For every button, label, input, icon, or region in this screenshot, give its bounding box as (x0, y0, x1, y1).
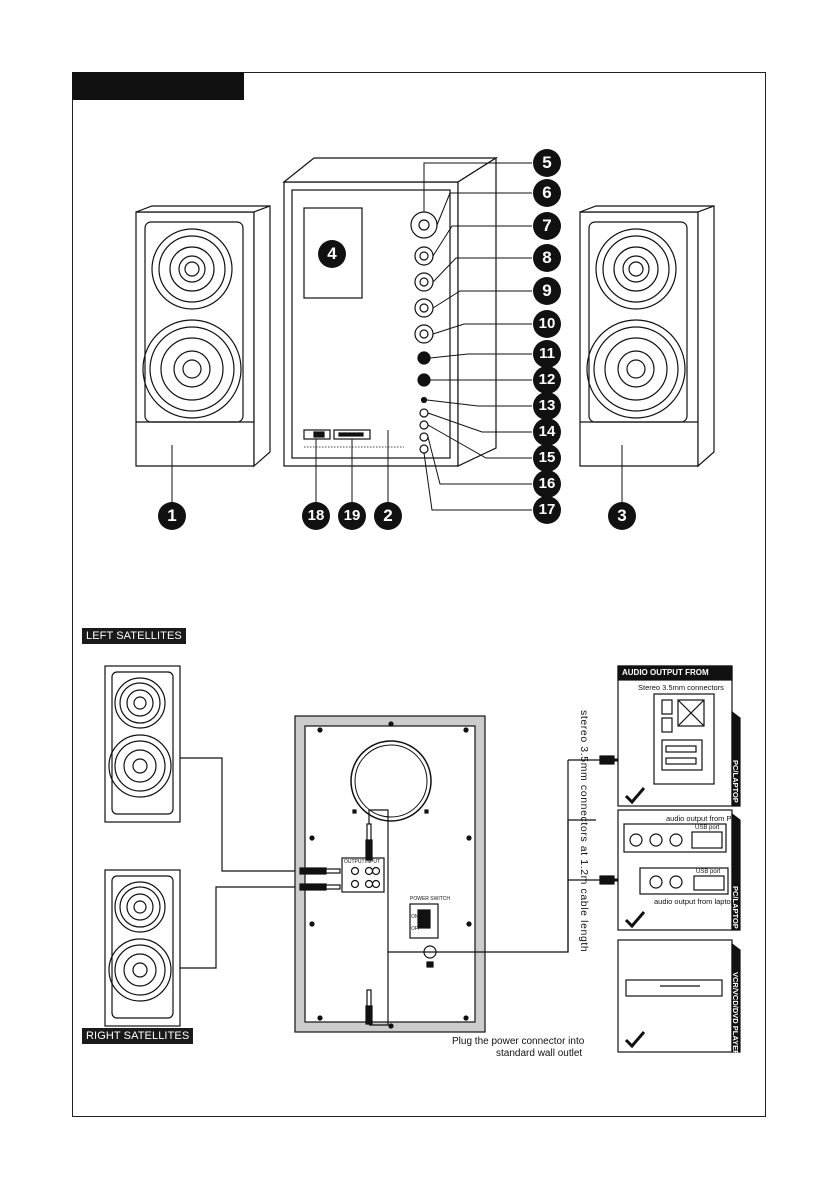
callout-3: 3 (608, 502, 636, 530)
right-satellites-tag: RIGHT SATELLITES (82, 1028, 194, 1044)
page-frame (72, 72, 766, 1117)
callout-4: 4 (318, 240, 346, 268)
right-speaker-front (579, 205, 715, 468)
cable-note: stereo 3.5mm connectors at 1.2m cable le… (578, 710, 590, 953)
leader-lines (171, 162, 623, 511)
callout-16: 16 (533, 470, 561, 498)
callout-14: 14 (533, 418, 561, 446)
callout-6: 6 (533, 179, 561, 207)
input-label: INPUT (365, 859, 380, 865)
usb-port-label-1: USB port (695, 825, 720, 831)
callout-17: 17 (533, 496, 561, 524)
left-speaker-front (135, 205, 271, 468)
power-note-line1: Plug the power connector into (452, 1036, 585, 1047)
callout-13: 13 (533, 392, 561, 420)
callout-18: 18 (302, 502, 330, 530)
stereo-connectors-label: Stereo 3.5mm connectors (638, 683, 724, 692)
right-satellite-back (104, 869, 181, 1027)
callout-1: 1 (158, 502, 186, 530)
audio-output-pc-label: audio output from PC (666, 814, 737, 823)
power-note-line2: standard wall outlet (496, 1048, 583, 1059)
callout-10: 10 (533, 310, 561, 338)
source-panel-dvd (617, 939, 741, 1053)
rca-plugs (299, 823, 373, 1025)
callout-2: 2 (374, 502, 402, 530)
left-satellites-tag: LEFT SATELLITES (82, 628, 186, 644)
section-title-bar (72, 72, 244, 100)
on-label: ON (411, 914, 419, 920)
callout-8: 8 (533, 244, 561, 272)
audio-output-laptop-label: audio output from laptop (654, 897, 735, 906)
subwoofer-back (294, 715, 486, 1033)
side-tab-pc-laptop-2: PC/LAPTOP (731, 886, 740, 929)
callout-5: 5 (533, 149, 561, 177)
power-switch-label: POWER SWITCH (410, 896, 450, 902)
callout-11: 11 (533, 340, 561, 368)
left-satellite-back (104, 665, 181, 823)
callout-19: 19 (338, 502, 366, 530)
source-panel-pc-tower (617, 665, 741, 807)
audio-output-from-header: AUDIO OUTPUT FROM (622, 668, 709, 677)
output-label: OUTPUT (344, 859, 365, 865)
callout-12: 12 (533, 366, 561, 394)
subwoofer-front (282, 156, 499, 467)
side-tab-vcr: VCR/VCD/DVD PLAYER (731, 972, 740, 1056)
off-label: OFF (411, 926, 421, 932)
callout-9: 9 (533, 277, 561, 305)
source-panel-laptop (617, 809, 741, 931)
usb-port-label-2: USB port (696, 869, 721, 875)
side-tab-pc-laptop-1: PC/LAPTOP (731, 760, 740, 803)
callout-15: 15 (533, 444, 561, 472)
callout-7: 7 (533, 212, 561, 240)
